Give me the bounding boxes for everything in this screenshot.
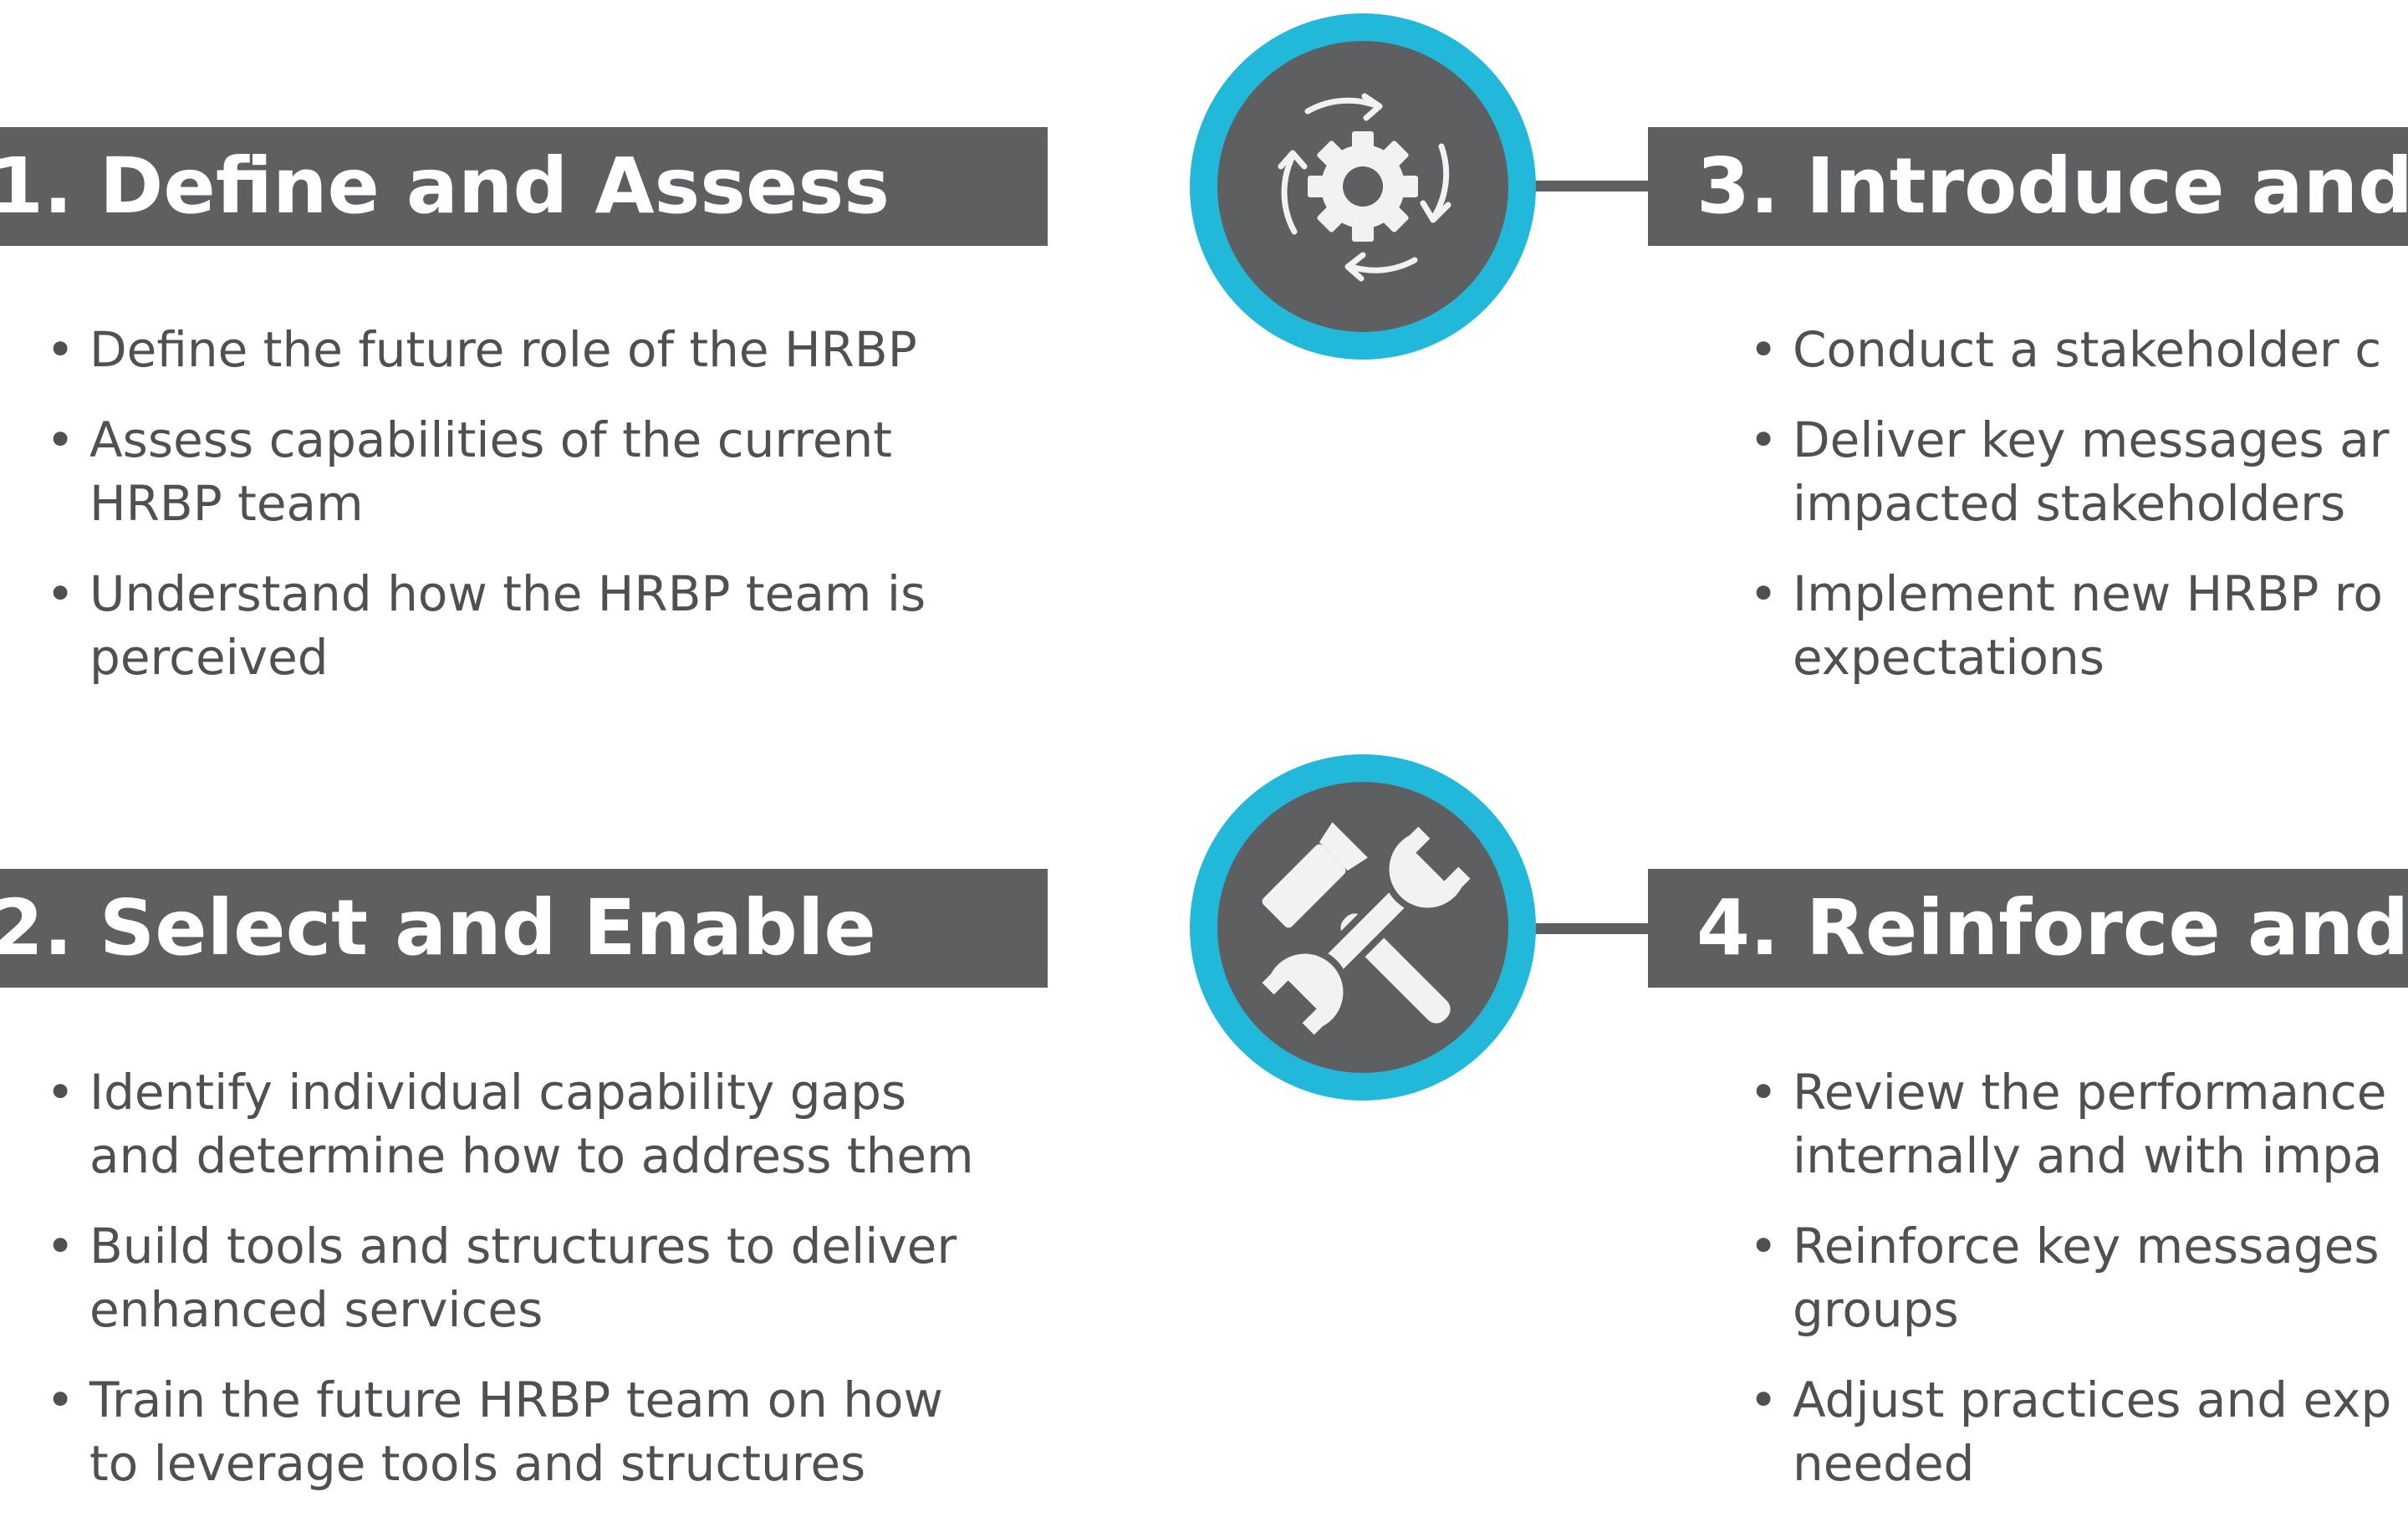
list-item: Define the future role of the HRBP [46, 318, 1066, 381]
list-item: Train the future HRBP team on how to lev… [46, 1368, 1066, 1495]
list-item: Build tools and structures to deliver en… [46, 1214, 1066, 1341]
step-1-bullet-list: Define the future role of the HRBP Asses… [46, 318, 1066, 716]
list-item: Identify individual capability gaps and … [46, 1060, 1066, 1187]
step-3-header: 3. Introduce and [1648, 127, 2408, 246]
list-item: Assess capabilities of the current HRBP … [46, 408, 1066, 535]
list-item: Implement new HRBP ro expectations [1749, 562, 2408, 689]
list-item: Conduct a stakeholder c [1749, 318, 2408, 381]
step-1-title: 1. Define and Assess [0, 141, 890, 231]
connector-line-bottom [1505, 923, 1656, 934]
step-2-title: 2. Select and Enable [0, 883, 876, 973]
hammer-wrench-icon [1252, 817, 1480, 1044]
icon-badge-inner [1217, 41, 1508, 332]
list-item: Understand how the HRBP team is perceive… [46, 562, 1066, 689]
list-item: Deliver key messages ar impacted stakeho… [1749, 408, 2408, 535]
step-2-header: 2. Select and Enable [0, 869, 1048, 988]
step-4-title: 4. Reinforce and A [1696, 883, 2408, 973]
list-item: Reinforce key messages groups [1749, 1214, 2408, 1341]
gear-cycle-icon [1278, 93, 1451, 282]
step-4-header: 4. Reinforce and A [1648, 869, 2408, 988]
icon-badge-inner [1217, 782, 1508, 1073]
step-1-header: 1. Define and Assess [0, 127, 1048, 246]
list-item: Adjust practices and exp needed [1749, 1368, 2408, 1495]
step-2-bullet-list: Identify individual capability gaps and … [46, 1060, 1066, 1522]
step-3-title: 3. Introduce and [1696, 141, 2408, 231]
list-item: Review the performance internally and wi… [1749, 1060, 2408, 1187]
connector-line-top [1505, 181, 1656, 192]
step-4-icon-badge [1190, 754, 1536, 1101]
step-3-bullet-list: Conduct a stakeholder c Deliver key mess… [1749, 318, 2408, 716]
step-3-icon-badge [1190, 13, 1536, 360]
step-4-bullet-list: Review the performance internally and wi… [1749, 1060, 2408, 1522]
